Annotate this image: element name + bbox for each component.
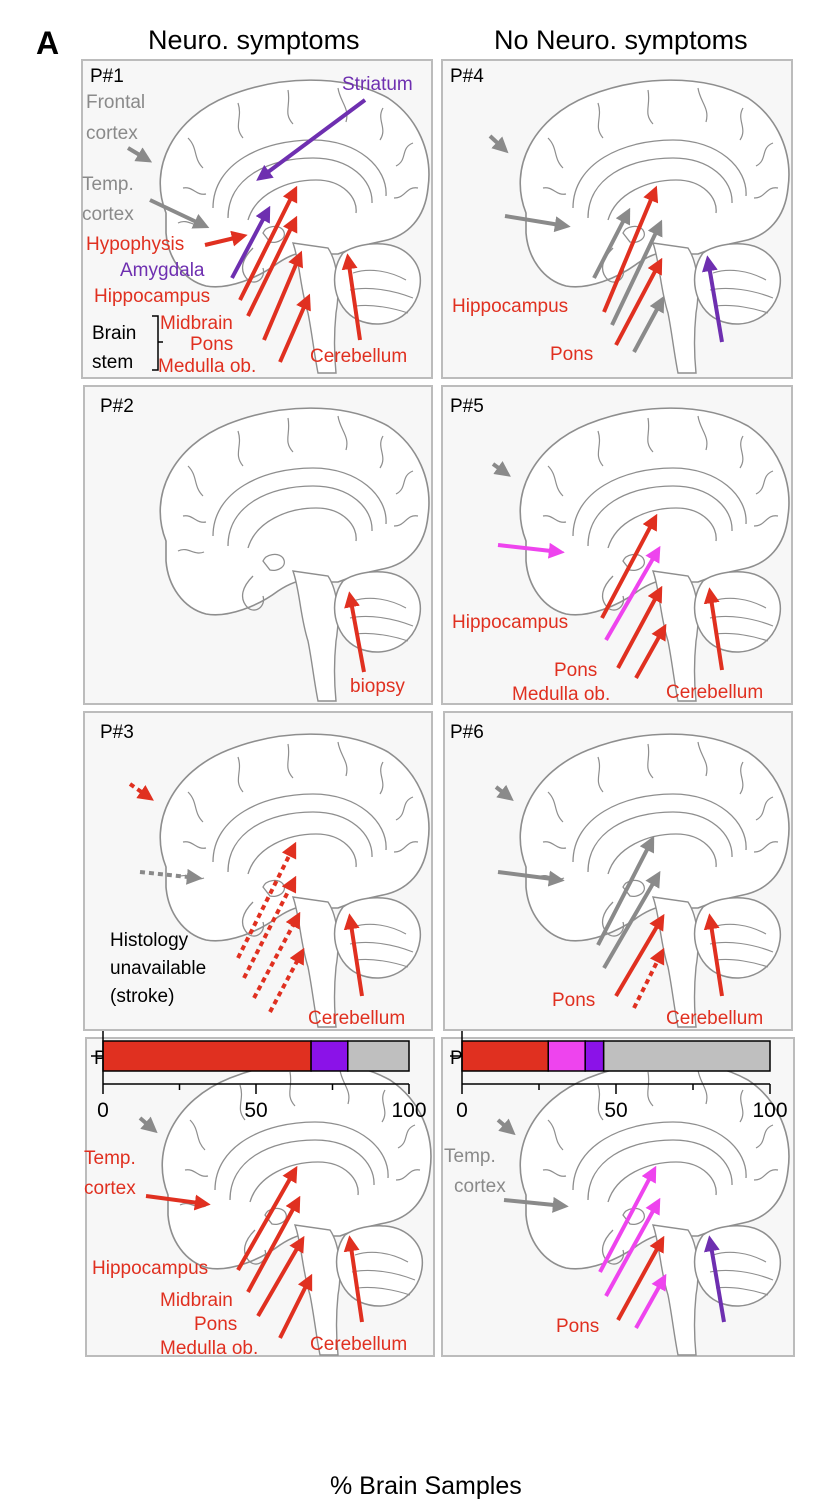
column-header-right: No Neuro. symptoms <box>494 25 748 55</box>
bar-segment <box>347 1040 410 1072</box>
panel-id: P#2 <box>100 396 134 417</box>
label-histology-1: Histology <box>110 930 189 951</box>
bar-segment <box>310 1040 349 1072</box>
label-striatum: Striatum <box>342 74 413 95</box>
label-histology-2: unavailable <box>110 958 206 979</box>
panel-p6: P#6 Pons Cerebellum <box>443 711 793 1031</box>
panel-id: P#4 <box>450 66 484 87</box>
panel-p8: P#8 Temp. cortex Hippocampus Midbrain Po… <box>84 1037 435 1359</box>
label-brain: Brain <box>92 323 136 344</box>
bar-segment <box>547 1040 586 1072</box>
label-midbrain: Midbrain <box>160 1290 233 1311</box>
panel-id: P#1 <box>90 66 124 87</box>
x-tick-label: 50 <box>244 1099 267 1122</box>
label-hypophysis: Hypophysis <box>86 234 184 255</box>
column-header-left: Neuro. symptoms <box>148 25 360 55</box>
label-cerebellum: Cerebellum <box>310 1334 407 1355</box>
label-temp-2: cortex <box>454 1176 506 1197</box>
label-histology-3: (stroke) <box>110 986 174 1007</box>
panel-p4: P#4 Hippocampus Pons <box>441 59 793 379</box>
panel-letter: A <box>36 25 59 61</box>
label-temp-2: cortex <box>82 204 134 225</box>
label-midbrain: Midbrain <box>160 313 233 334</box>
label-hippocampus: Hippocampus <box>94 286 210 307</box>
bar-segment <box>584 1040 605 1072</box>
label-hippocampus: Hippocampus <box>92 1258 208 1279</box>
x-tick-label: 100 <box>752 1099 787 1122</box>
panel-p2: P#2 biopsy <box>83 385 433 705</box>
label-pons: Pons <box>556 1316 599 1337</box>
panel-p3: P#3 Histology unavailable (stroke) Cereb… <box>83 711 433 1031</box>
bar-segment <box>102 1040 312 1072</box>
label-temp-1: Temp. <box>82 174 134 195</box>
x-tick-label: 0 <box>97 1099 109 1122</box>
stacked-bar-charts: 0 50 100 0 50 100 <box>91 1031 788 1122</box>
label-amygdala: Amygdala <box>120 260 205 281</box>
label-stem: stem <box>92 352 133 373</box>
x-tick-label: 50 <box>604 1099 627 1122</box>
x-axis-label: % Brain Samples <box>330 1472 522 1500</box>
label-pons: Pons <box>552 990 595 1011</box>
label-hippocampus: Hippocampus <box>452 612 568 633</box>
panel-p1: P#1 Frontal cortex Temp. cortex Striatum… <box>81 59 433 379</box>
label-cerebellum: Cerebellum <box>310 346 407 367</box>
label-temp-1: Temp. <box>444 1146 496 1167</box>
label-temp-2: cortex <box>84 1178 136 1199</box>
panel-id: P#3 <box>100 722 134 743</box>
panel-id: P#5 <box>450 396 484 417</box>
panel-p7: P#7 Temp. cortex Pons <box>441 1037 795 1357</box>
x-tick-label: 0 <box>456 1099 468 1122</box>
label-pons: Pons <box>550 344 593 365</box>
panel-p5: P#5 Hippocampus Pons Medulla ob. Cerebel… <box>441 385 793 705</box>
label-hippocampus: Hippocampus <box>452 296 568 317</box>
bar-segment <box>602 1040 771 1072</box>
label-frontal-1: Frontal <box>86 92 145 113</box>
label-pons: Pons <box>194 1314 237 1335</box>
label-pons: Pons <box>190 334 233 355</box>
label-cerebellum: Cerebellum <box>308 1008 405 1029</box>
label-temp-1: Temp. <box>84 1148 136 1169</box>
panel-id: P#6 <box>450 722 484 743</box>
label-pons: Pons <box>554 660 597 681</box>
x-tick-label: 100 <box>391 1099 426 1122</box>
label-biopsy: biopsy <box>350 676 405 697</box>
label-cerebellum: Cerebellum <box>666 682 763 703</box>
label-frontal-2: cortex <box>86 123 138 144</box>
label-medulla: Medulla ob. <box>512 684 610 705</box>
label-cerebellum: Cerebellum <box>666 1008 763 1029</box>
bar-segment <box>461 1040 549 1072</box>
label-medulla: Medulla ob. <box>158 356 256 377</box>
label-medulla: Medulla ob. <box>160 1338 258 1359</box>
